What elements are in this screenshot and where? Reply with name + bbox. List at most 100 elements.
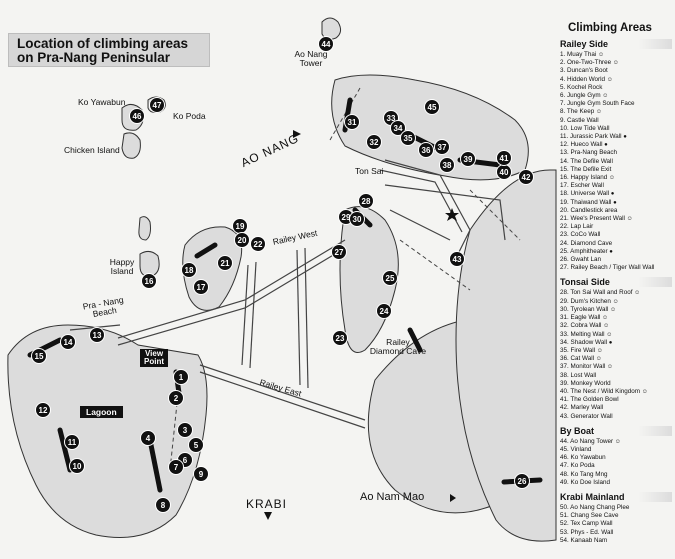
legend-item: 40. The Nest / Wild Kingdom (560, 388, 672, 396)
map-title: Location of climbing areas on Pra-Nang P… (8, 33, 210, 67)
marker-41: 41 (496, 150, 512, 166)
legend-item: 43. Generator Wall (560, 412, 613, 420)
legend-item: 54. Kanaab Nam (560, 536, 608, 544)
marker-10: 10 (69, 458, 85, 474)
label-happy-island: Happy Island (109, 257, 135, 276)
marker-3: 3 (177, 422, 193, 438)
legend-item: 14. The Defile Wall (560, 157, 613, 165)
marker-28: 28 (358, 193, 374, 209)
label-ko-poda: Ko Poda (173, 111, 206, 121)
legend-item: 28. Ton Sai Wall and Roof (560, 289, 672, 297)
legend-item: 29. Dum's Kitchen (560, 298, 672, 306)
legend-item: 50. Ao Nang Chang Plee (560, 503, 630, 511)
marker-31: 31 (344, 114, 360, 130)
marker-47: 47 (149, 97, 165, 113)
marker-39: 39 (460, 151, 476, 167)
legend-item: 11. Jurassic Park Wall (560, 133, 672, 141)
marker-18: 18 (181, 262, 197, 278)
marker-36: 36 (418, 142, 434, 158)
legend-sections: Railey Side 1. Muay Thai2. One-Two-Three3… (560, 39, 672, 545)
label-chicken-island: Chicken Island (64, 145, 120, 155)
marker-46: 46 (129, 108, 145, 124)
ao-nang-arrow (293, 130, 301, 138)
roads (69, 159, 506, 429)
legend-item: 53. Phys - Ed. Wall (560, 528, 614, 536)
marker-21: 21 (217, 255, 233, 271)
marker-7: 7 (168, 459, 184, 475)
label-ao-nam-mao: Ao Nam Mao (360, 491, 425, 503)
legend-item: 34. Shadow Wall (560, 339, 672, 347)
legend-item: 27. Railey Beach / Tiger Wall Wall (560, 264, 655, 272)
legend-heading: Railey Side (560, 39, 672, 49)
legend-item: 48. Ko Tang Mng (560, 470, 608, 478)
label-krabi: KRABI (246, 497, 288, 511)
legend-item: 6. Jungle Gym (560, 92, 672, 100)
marker-25: 25 (382, 270, 398, 286)
marker-17: 17 (193, 279, 209, 295)
ao-nam-mao-arrow (450, 494, 456, 502)
legend-item: 25. Amphitheater (560, 248, 672, 256)
legend-item: 13. Pra-Nang Beach (560, 149, 618, 157)
legend-item: 36. Cat Wall (560, 355, 672, 363)
legend-item: 41. The Golden Bowl (560, 396, 619, 404)
label-railey-diamond-cave: Railey Diamond Cave (369, 337, 427, 356)
legend-item: 23. CoCo Wall (560, 231, 601, 239)
lagoon-badge: Lagoon (80, 406, 123, 418)
legend-item: 26. Gwaht Lan (560, 256, 601, 264)
krabi-arrow (264, 512, 272, 520)
star-icon (445, 208, 459, 221)
marker-16: 16 (141, 273, 157, 289)
legend-title: Climbing Areas (568, 22, 652, 34)
marker-24: 24 (376, 303, 392, 319)
marker-42: 42 (518, 169, 534, 185)
marker-13: 13 (89, 327, 105, 343)
direction-arrows (264, 130, 456, 520)
marker-20: 20 (234, 232, 250, 248)
marker-44: 44 (318, 36, 334, 52)
marker-26: 26 (514, 473, 530, 489)
marker-15: 15 (31, 348, 47, 364)
map-title-line1: Location of climbing areas (17, 36, 189, 51)
legend-item: 51. Chang See Cave (560, 512, 619, 520)
legend-item: 9. Castle Wall (560, 116, 599, 124)
legend-item: 52. Tex Camp Wall (560, 520, 613, 528)
legend-item: 1. Muay Thai (560, 51, 672, 59)
legend-item: 19. Thaiwand Wall (560, 199, 672, 207)
marker-12: 12 (35, 402, 51, 418)
legend-heading: By Boat (560, 425, 672, 436)
marker-4: 4 (140, 430, 156, 446)
legend-item: 22. Lap Lair (560, 223, 594, 231)
legend-item: 45. Vinland (560, 445, 592, 453)
legend-list: 1. Muay Thai2. One-Two-Three3. Duncan's … (560, 51, 672, 272)
legend-heading: Tonsai Side (560, 277, 672, 288)
small-island (138, 216, 151, 241)
marker-27: 27 (331, 244, 347, 260)
legend-item: 24. Diamond Cave (560, 239, 613, 247)
legend-item: 15. The Defile Exit (560, 165, 612, 173)
legend-item: 12. Hueco Wall (560, 141, 672, 149)
legend-item: 20. Candlestick area (560, 206, 618, 214)
legend-item: 49. Ko Doe Island (560, 478, 611, 486)
legend-item: 10. Low Tide Wall (560, 124, 610, 132)
legend-item: 39. Monkey World (560, 379, 611, 387)
marker-11: 11 (64, 434, 80, 450)
label-ko-yawabun: Ko Yawabun (78, 97, 126, 107)
legend-item: 35. Fire Wall (560, 347, 672, 355)
label-ton-sai: Ton Sai (355, 166, 384, 176)
legend-item: 44. Ao Nang Tower (560, 438, 672, 446)
legend-item: 3. Duncan's Boot (560, 67, 608, 75)
legend-item: 18. Universe Wall (560, 190, 672, 198)
legend-item: 46. Ko Yawabun (560, 454, 606, 462)
legend-item: 32. Cobra Wall (560, 322, 672, 330)
legend-item: 8. The Keep (560, 108, 672, 116)
marker-32: 32 (366, 134, 382, 150)
happy-island (139, 250, 160, 277)
marker-8: 8 (155, 497, 171, 513)
legend-item: 31. Eagle Wall (560, 314, 672, 322)
legend-item: 30. Tyrolean Wall (560, 306, 672, 314)
marker-22: 22 (250, 236, 266, 252)
legend-item: 21. Wee's Present Wall (560, 215, 672, 223)
peninsula-map (7, 17, 557, 542)
